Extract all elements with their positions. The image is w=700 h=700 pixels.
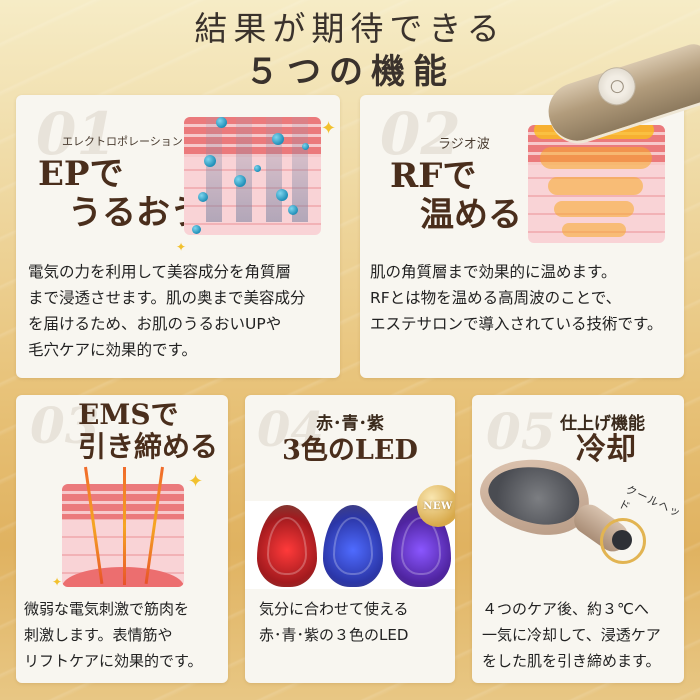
feature-number: 01 [36,100,117,168]
feature-kicker: エレクトロポレーション [62,135,183,148]
feature-title-line-2: うるおう [68,193,204,234]
feature-card-05: 05 仕上げ機能 冷却 クールヘッド ４つのケア後、約３℃へ 一気に冷却して、浸… [472,395,684,683]
blue-led-head [323,505,383,587]
feature-card-01: 01 エレクトロポレーション EPで うるおう ✦ ✦ 電気の力を利用して美容成… [16,95,340,378]
cool-head-ring [600,518,646,564]
feature-title-line-1: EPで [38,154,124,194]
feature-description: 肌の角質層まで効果的に温めます。 RFとは物を温める高周波のことで、 エステサロ… [370,263,663,333]
feature-kicker: 仕上げ機能 [560,414,645,434]
feature-title: EMSで 引き締める [78,398,219,464]
page-headline: 結果が期待できる ５つの機能 [0,8,700,94]
feature-card-04: 04 赤･青･紫 3色のLED NEW 気分に合わせて使える 赤･青･紫の３色の… [245,395,455,683]
feature-number: 04 [257,402,324,458]
sparkle-icon: ✦ [52,575,63,589]
feature-title: RFで 温める [390,156,522,236]
new-badge: NEW [417,485,455,527]
sparkle-icon: ✦ [321,118,337,139]
red-led-head [257,505,317,587]
feature-number: 05 [486,402,556,461]
feature-title: EPで うるおう [38,154,204,234]
feature-number: 03 [30,396,100,455]
feature-number: 02 [380,100,461,168]
feature-description: ４つのケア後、約３℃へ 一気に冷却して、浸透ケア をした肌を引き締めます。 [482,600,661,670]
cool-head-sensor [612,530,632,550]
feature-title-line-2: 温める [420,195,522,236]
skin-illustration [528,125,665,243]
feature-description: 微弱な電気刺激で筋肉を 刺激します。表情筋や リフトケアに効果的です。 [24,600,203,670]
feature-title: 3色のLED [282,435,418,466]
headline-line-2: ５つの機能 [245,52,455,92]
sparkle-icon: ✦ [176,240,187,254]
feature-card-02: 02 ラジオ波 RFで 温める 肌の角質層まで効果的に温めます。 RFとは物を温… [360,95,684,378]
feature-title-line-2: 引き締める [78,430,219,464]
feature-title-line-1: EMSで [78,398,179,431]
feature-description: 電気の力を利用して美容成分を角質層 まで浸透させます。肌の奥まで美容成分 を届け… [28,263,306,359]
feature-title-line-1: RFで [390,156,477,196]
headline-line-1: 結果が期待できる [194,9,506,48]
droplet [216,117,227,128]
feature-kicker: 赤･青･紫 [316,414,384,434]
feature-kicker: ラジオ波 [438,137,490,152]
feature-title: 冷却 [576,432,636,467]
feature-description: 気分に合わせて使える 赤･青･紫の３色のLED [259,600,409,644]
sparkle-icon: ✦ [188,471,204,492]
feature-card-03: 03 EMSで 引き締める ✦ ✦ 微弱な電気刺激で筋肉を 刺激します。表情筋や… [16,395,228,683]
ems-pulse-arrow [123,467,126,585]
skin-illustration [184,117,321,235]
